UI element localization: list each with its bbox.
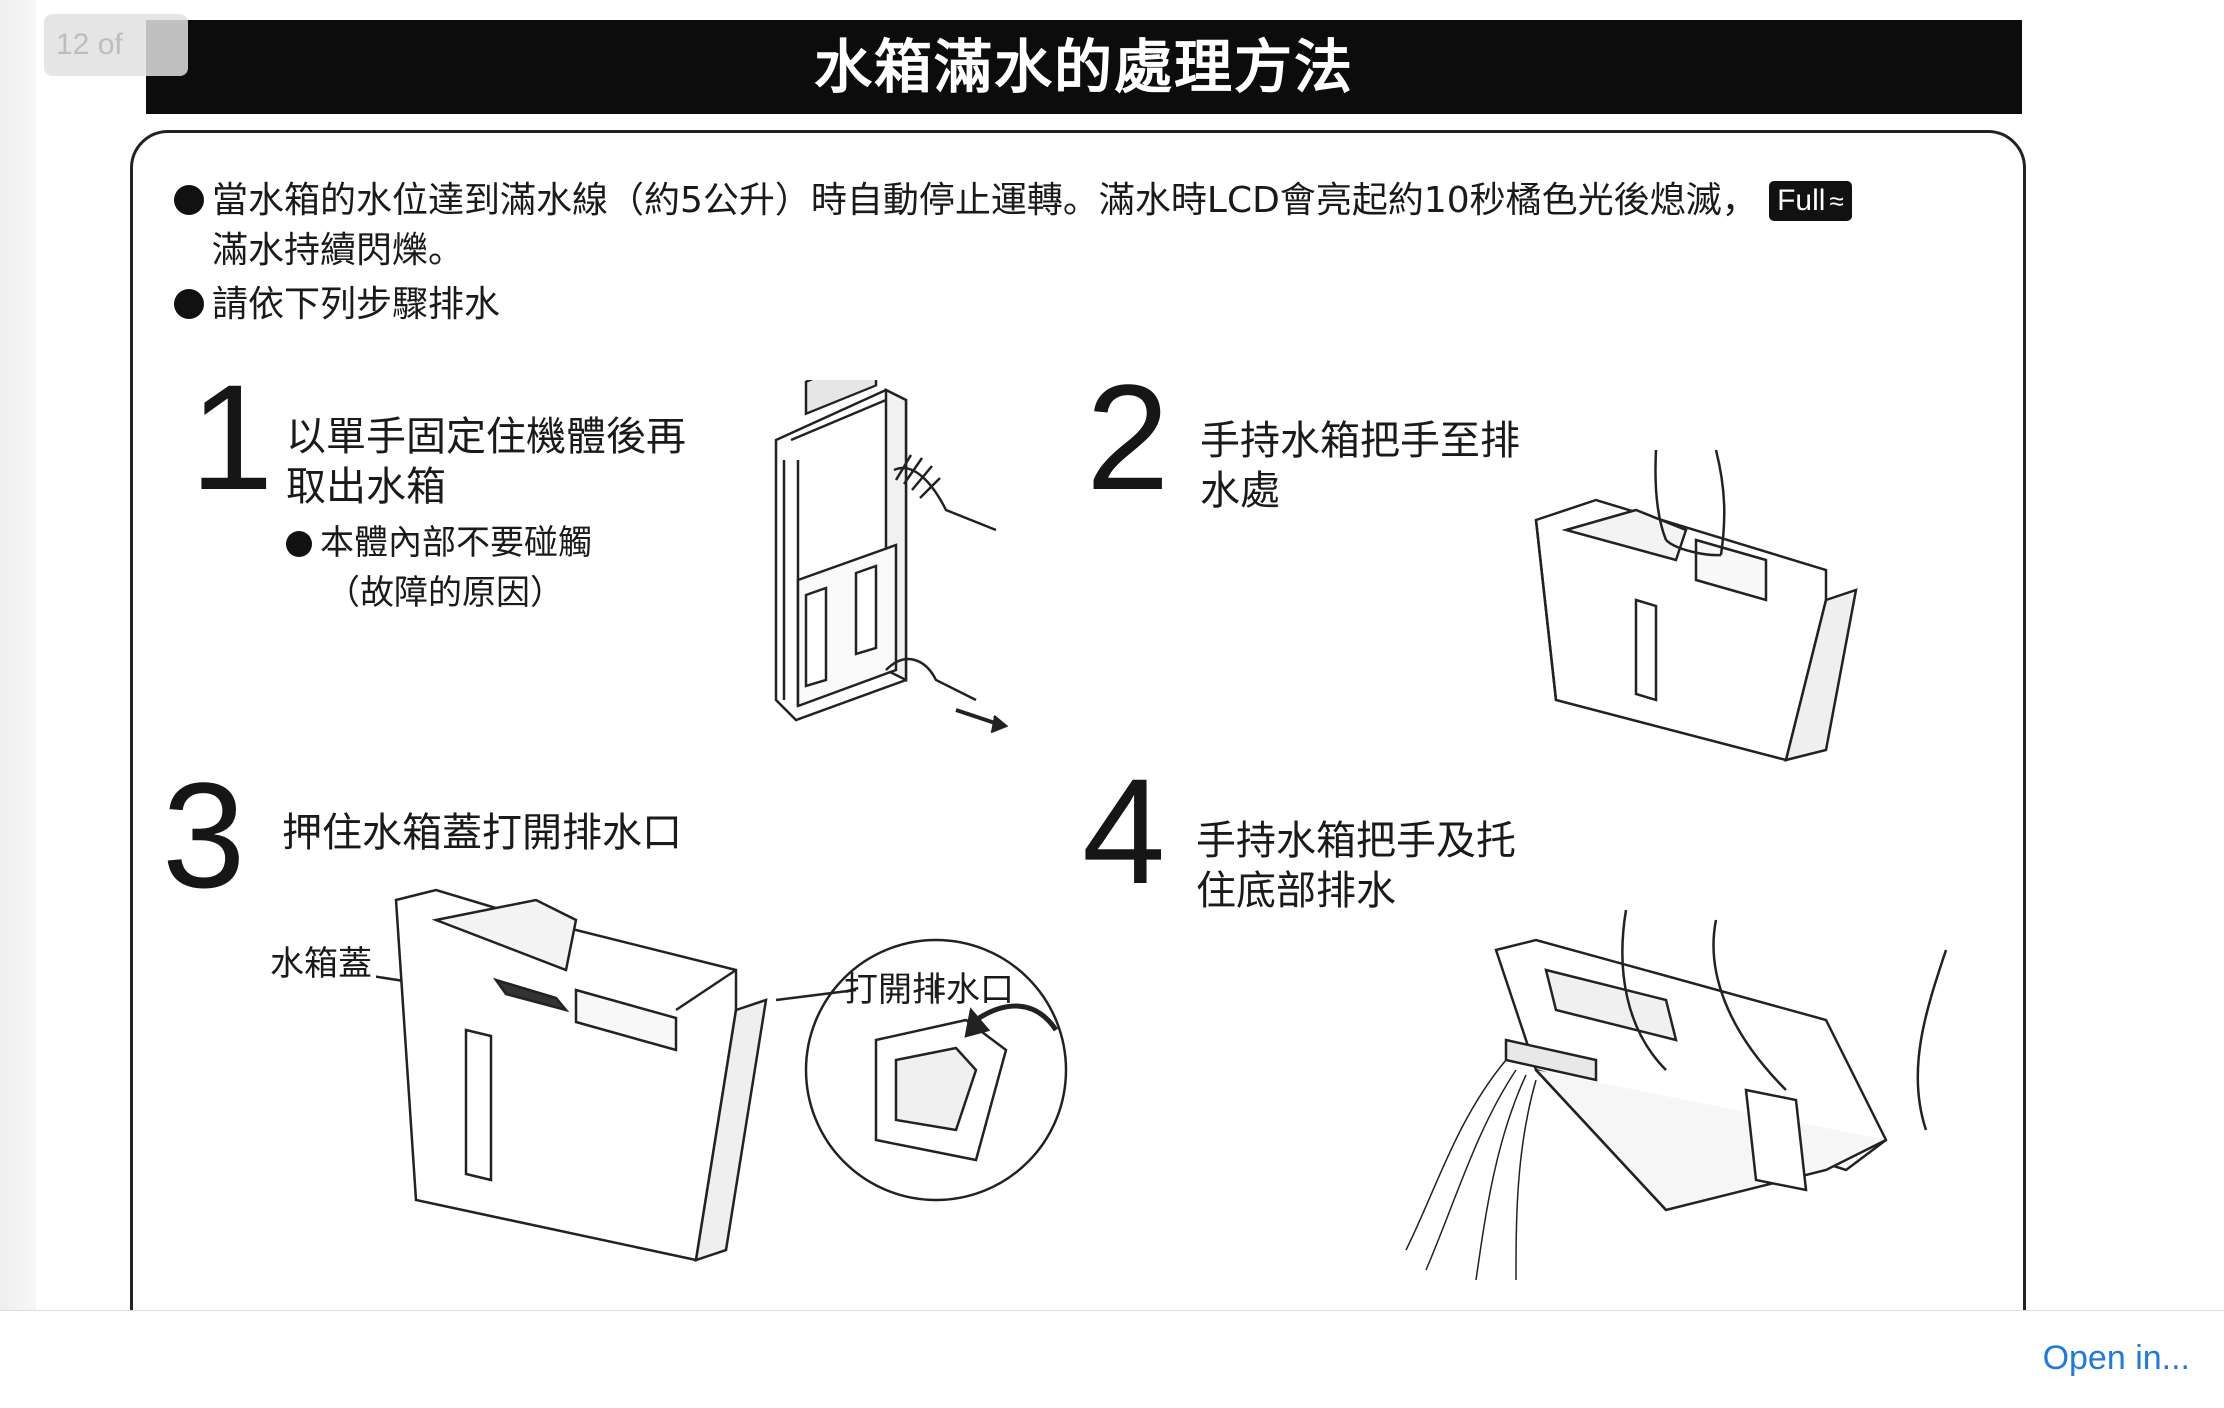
step-3-illustration [376,880,1096,1280]
intro-bullet-1-cont-text: 滿水持續閃爍。 [212,230,465,271]
open-drain-callout-label: 打開排水口 [844,970,1014,1010]
instruction-frame [130,130,2026,1310]
step-1-number: 1 [190,353,274,521]
lcd-full-badge: Full≈ [1769,181,1852,221]
step-3-number: 3 [162,751,246,919]
intro-bullet-1-text: 當水箱的水位達到滿水線（約5公升）時自動停止運轉。滿水時LCD會亮起約10秒橘色… [212,180,1758,221]
step-4-number: 4 [1082,747,1166,915]
bullet-dot-icon [174,185,204,215]
intro-bullet-2-text: 請依下列步驟排水 [212,284,501,325]
step-2-illustration [1526,450,1886,780]
intro-bullet-1-cont: 滿水持續閃爍。 [212,228,464,274]
step-2-number: 2 [1086,353,1170,521]
step-2-text-line2: 水處 [1200,468,1280,514]
tank-lid-label: 水箱蓋 [270,944,372,984]
document-page: 水箱滿水的處理方法 當水箱的水位達到滿水線（約5公升）時自動停止運轉。滿水時LC… [36,0,2224,1310]
viewer-left-gutter [0,0,37,1310]
step-1-illustration [736,380,1056,740]
water-wave-icon: ≈ [1829,186,1844,216]
step-3-text-line1: 押住水箱蓋打開排水口 [282,810,682,856]
step-1-note-line1-text: 本體內部不要碰觸 [320,523,592,563]
intro-bullet-1: 當水箱的水位達到滿水線（約5公升）時自動停止運轉。滿水時LCD會亮起約10秒橘色… [174,178,1852,224]
step-2-text-line1: 手持水箱把手至排 [1200,418,1520,464]
bullet-dot-icon [174,289,204,319]
step-4-text-line1: 手持水箱把手及托 [1196,818,1516,864]
step-4-text-line2: 住底部排水 [1196,868,1396,914]
step-1-note-line1: 本體內部不要碰觸 [286,520,592,566]
step-1-text-line1: 以單手固定住機體後再 [286,414,686,460]
lcd-full-label: Full [1777,184,1826,217]
page-title: 水箱滿水的處理方法 [146,20,2022,114]
step-1-text-line2: 取出水箱 [286,464,446,510]
bullet-dot-icon [286,531,312,557]
page-counter: 12 of [44,14,188,76]
viewer-bottom-bar: Open in... [0,1310,2224,1408]
intro-bullet-2: 請依下列步驟排水 [174,282,500,328]
page-title-text: 水箱滿水的處理方法 [813,33,1354,101]
step-1-note-line2: （故障的原因） [326,573,564,613]
open-in-button[interactable]: Open in... [2042,1339,2190,1377]
step-4-illustration [1366,910,1986,1290]
